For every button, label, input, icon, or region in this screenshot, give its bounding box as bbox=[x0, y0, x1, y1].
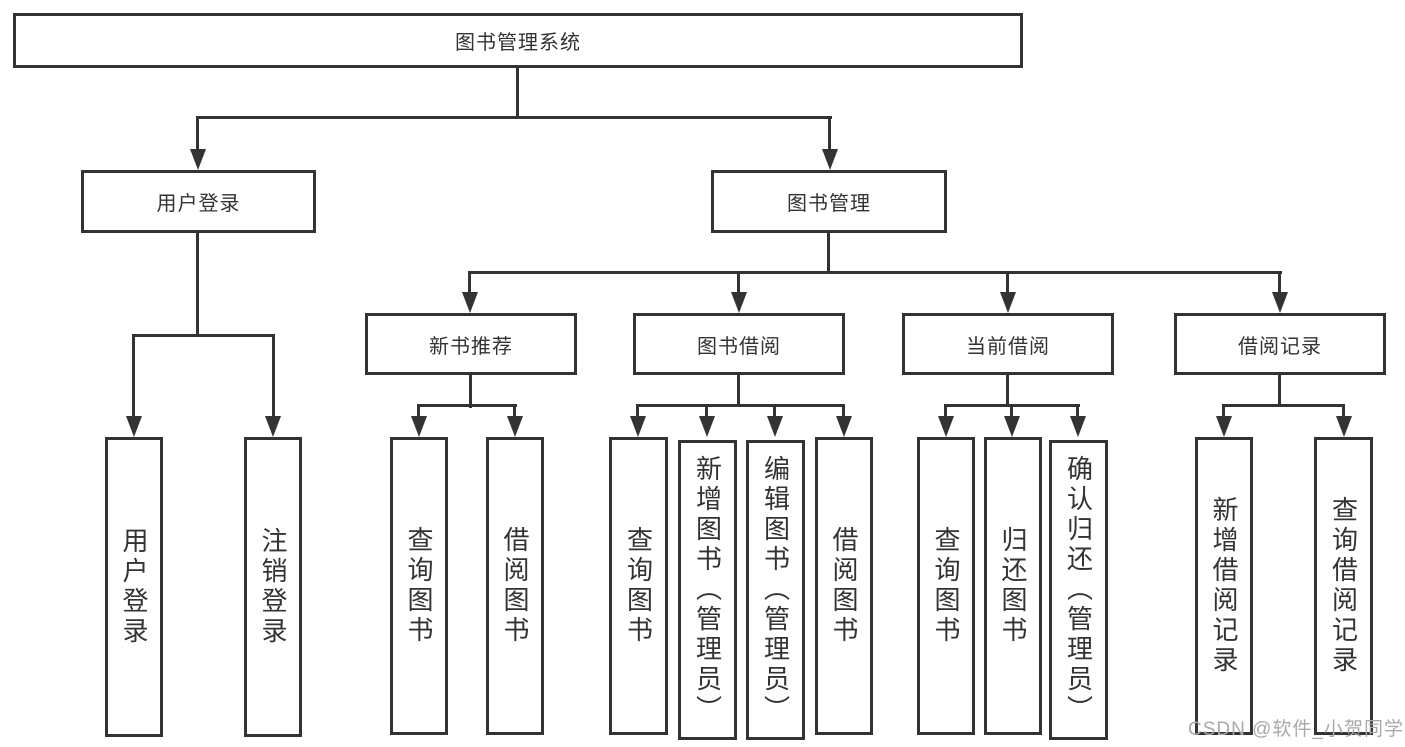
connector-book-mgmt-shaft bbox=[828, 116, 831, 152]
leaf-query-books-recommend-label: 查询图书 bbox=[404, 526, 434, 646]
node-new-book-recommend: 新书推荐 bbox=[365, 313, 577, 375]
leaf-borrow-books-borrow-label: 借阅图书 bbox=[829, 526, 859, 646]
connector-bb-add-shaft bbox=[705, 404, 708, 418]
arrowhead-bb-edit bbox=[767, 416, 783, 437]
arrowhead-record bbox=[1272, 292, 1288, 313]
arrowhead-bb-query bbox=[630, 416, 646, 437]
connector-cb-confirm-shaft bbox=[1076, 404, 1079, 418]
leaf-user-login-label: 用户登录 bbox=[119, 527, 149, 647]
arrowhead-br-query bbox=[1336, 416, 1352, 437]
connector-bb-edit-shaft bbox=[773, 404, 776, 418]
arrowhead-leaf-login bbox=[126, 416, 142, 437]
leaf-borrow-books-borrow: 借阅图书 bbox=[815, 437, 873, 735]
leaf-add-book-admin: 新增图书（管理员） bbox=[678, 440, 737, 740]
node-book-borrow-label: 图书借阅 bbox=[697, 335, 781, 358]
leaf-edit-book-admin: 编辑图书（管理员） bbox=[746, 440, 805, 740]
connector-cb-return-shaft bbox=[1010, 404, 1013, 418]
connector-record-hline bbox=[1223, 404, 1345, 407]
connector-br-query-shaft bbox=[1342, 404, 1345, 418]
connector-bb-query-shaft bbox=[636, 404, 639, 418]
leaf-logout: 注销登录 bbox=[244, 437, 302, 737]
arrowhead-user-login bbox=[190, 149, 206, 170]
connector-newbook-shaft bbox=[468, 271, 471, 294]
node-root-label: 图书管理系统 bbox=[455, 32, 581, 54]
arrowhead-cb-confirm bbox=[1070, 416, 1086, 437]
leaf-return-book: 归还图书 bbox=[984, 437, 1042, 735]
leaf-query-borrow-record: 查询借阅记录 bbox=[1314, 437, 1373, 735]
arrowhead-leaf-logout bbox=[265, 416, 281, 437]
leaf-add-borrow-record: 新增借阅记录 bbox=[1195, 437, 1253, 735]
leaf-confirm-return-admin-label: 确认归还（管理员） bbox=[1063, 455, 1094, 725]
connector-record-stub bbox=[1278, 375, 1281, 406]
connector-root-hline bbox=[197, 116, 832, 119]
leaf-borrow-books-recommend: 借阅图书 bbox=[486, 437, 544, 735]
arrowhead-current bbox=[1000, 292, 1016, 313]
connector-book-mgmt-stub bbox=[827, 233, 830, 274]
connector-borrow-stub bbox=[737, 375, 740, 406]
arrowhead-bb-borrow bbox=[836, 416, 852, 437]
node-user-login: 用户登录 bbox=[81, 170, 316, 233]
connector-nb-query-shaft bbox=[417, 404, 420, 418]
leaf-query-borrow-record-label: 查询借阅记录 bbox=[1328, 496, 1359, 676]
node-user-login-label: 用户登录 bbox=[156, 193, 241, 215]
node-current-borrow: 当前借阅 bbox=[902, 313, 1114, 375]
connector-leaf-logout-shaft bbox=[272, 334, 275, 420]
connector-current-shaft bbox=[1006, 271, 1009, 294]
connector-record-shaft bbox=[1278, 271, 1281, 294]
leaf-add-book-admin-label: 新增图书（管理员） bbox=[692, 455, 723, 725]
connector-borrow-shaft bbox=[737, 271, 740, 294]
watermark: CSDN @软件_小贺同学 bbox=[1188, 719, 1404, 740]
leaf-user-login: 用户登录 bbox=[105, 437, 163, 737]
arrowhead-borrow bbox=[731, 292, 747, 313]
connector-br-add-shaft bbox=[1222, 404, 1225, 418]
arrowhead-br-add bbox=[1216, 416, 1232, 437]
connector-book-mgmt-hline bbox=[469, 271, 1282, 274]
leaf-query-books-current: 查询图书 bbox=[917, 437, 975, 735]
arrowhead-cb-query bbox=[938, 416, 954, 437]
connector-leaf-login-shaft bbox=[132, 334, 135, 420]
leaf-return-book-label: 归还图书 bbox=[998, 526, 1028, 646]
leaf-borrow-books-recommend-label: 借阅图书 bbox=[500, 526, 530, 646]
node-root: 图书管理系统 bbox=[13, 13, 1023, 68]
arrowhead-nb-query bbox=[411, 416, 427, 437]
connector-bb-borrow-shaft bbox=[842, 404, 845, 418]
leaf-add-borrow-record-label: 新增借阅记录 bbox=[1209, 496, 1239, 676]
arrowhead-nb-borrow bbox=[507, 416, 523, 437]
leaf-query-books-recommend: 查询图书 bbox=[390, 437, 448, 735]
arrowhead-book-mgmt bbox=[822, 149, 838, 170]
leaf-query-books-borrow-label: 查询图书 bbox=[623, 526, 654, 646]
arrowhead-newbook bbox=[462, 292, 478, 313]
node-new-book-recommend-label: 新书推荐 bbox=[429, 335, 513, 358]
leaf-query-books-borrow: 查询图书 bbox=[609, 437, 668, 735]
node-borrow-record: 借阅记录 bbox=[1174, 313, 1386, 375]
connector-user-login-hline bbox=[133, 334, 275, 337]
arrowhead-cb-return bbox=[1004, 416, 1020, 437]
connector-user-login-shaft bbox=[196, 116, 199, 152]
connector-user-login-stub bbox=[196, 233, 199, 337]
arrowhead-bb-add bbox=[699, 416, 715, 437]
connector-newbook-stub bbox=[469, 375, 472, 408]
node-book-management-label: 图书管理 bbox=[787, 193, 871, 215]
node-borrow-record-label: 借阅记录 bbox=[1238, 335, 1322, 358]
connector-cb-query-shaft bbox=[944, 404, 947, 418]
connector-borrow-hline bbox=[637, 404, 845, 407]
node-book-management: 图书管理 bbox=[711, 170, 947, 233]
node-current-borrow-label: 当前借阅 bbox=[966, 335, 1050, 358]
leaf-logout-label: 注销登录 bbox=[258, 527, 288, 647]
node-book-borrow: 图书借阅 bbox=[633, 313, 845, 375]
leaf-confirm-return-admin: 确认归还（管理员） bbox=[1049, 440, 1108, 740]
connector-newbook-hline bbox=[417, 404, 517, 407]
leaf-edit-book-admin-label: 编辑图书（管理员） bbox=[760, 455, 791, 725]
connector-nb-borrow-shaft bbox=[513, 404, 516, 418]
connector-root-stub bbox=[516, 68, 519, 119]
leaf-query-books-current-label: 查询图书 bbox=[931, 526, 961, 646]
connector-current-stub bbox=[1006, 375, 1009, 406]
